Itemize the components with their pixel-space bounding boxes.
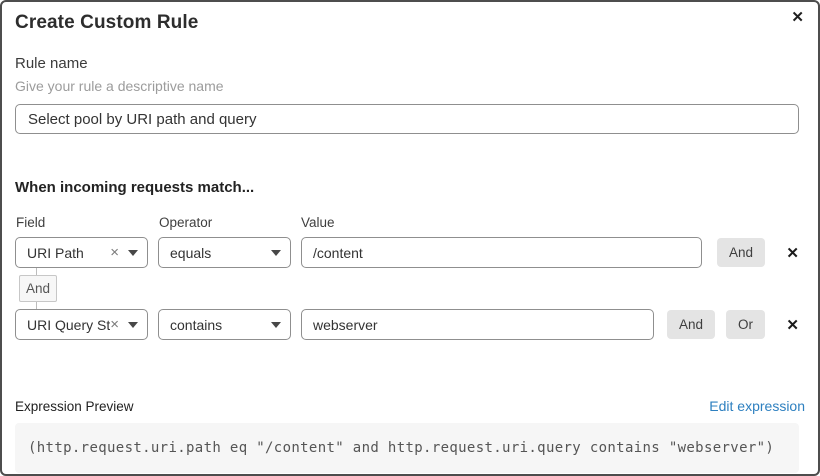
or-button[interactable]: Or	[726, 310, 766, 339]
and-connector-badge: And	[19, 275, 57, 302]
column-labels: Field Operator Value	[15, 215, 805, 230]
expression-preview-label: Expression Preview	[15, 398, 134, 414]
operator-select[interactable]: contains	[158, 309, 291, 340]
condition-row: URI Query St... × contains And Or ✕	[15, 309, 805, 340]
match-section: When incoming requests match... Field Op…	[15, 179, 805, 340]
operator-select-value: equals	[170, 244, 212, 261]
connector-line	[36, 302, 37, 309]
expression-code: (http.request.uri.path eq "/content" and…	[15, 423, 799, 473]
value-input[interactable]	[301, 309, 654, 340]
field-select-value: URI Path	[27, 244, 84, 261]
match-heading: When incoming requests match...	[15, 179, 255, 196]
clear-icon[interactable]: ×	[110, 244, 119, 261]
clear-icon[interactable]: ×	[110, 316, 119, 333]
remove-condition-icon[interactable]: ✕	[786, 244, 799, 262]
and-button[interactable]: And	[717, 238, 766, 267]
chevron-down-icon	[271, 321, 281, 328]
and-button[interactable]: And	[667, 310, 716, 339]
connector: And	[15, 268, 805, 309]
rule-name-section: Rule name Give your rule a descriptive n…	[15, 55, 805, 134]
rule-name-label: Rule name	[15, 55, 88, 72]
remove-condition-icon[interactable]: ✕	[786, 316, 799, 334]
close-icon[interactable]: ✕	[791, 9, 804, 26]
dialog-header: Create Custom Rule ✕	[15, 2, 805, 34]
connector-line	[36, 268, 37, 275]
chevron-down-icon	[128, 321, 138, 328]
page-title: Create Custom Rule	[15, 12, 199, 33]
chevron-down-icon	[128, 249, 138, 256]
chevron-down-icon	[271, 249, 281, 256]
expression-section: Expression Preview Edit expression (http…	[15, 398, 805, 473]
field-select[interactable]: URI Query St... ×	[15, 309, 148, 340]
field-select-value: URI Query St...	[27, 316, 111, 333]
value-column-label: Value	[301, 215, 335, 230]
edit-expression-link[interactable]: Edit expression	[709, 398, 805, 414]
operator-select-value: contains	[170, 316, 223, 333]
operator-column-label: Operator	[159, 215, 213, 230]
field-column-label: Field	[16, 215, 46, 230]
value-input[interactable]	[301, 237, 702, 268]
rule-name-input[interactable]	[15, 104, 799, 134]
condition-row: URI Path × equals And ✕	[15, 237, 805, 268]
rule-name-hint: Give your rule a descriptive name	[15, 78, 224, 94]
field-select[interactable]: URI Path ×	[15, 237, 148, 268]
operator-select[interactable]: equals	[158, 237, 291, 268]
